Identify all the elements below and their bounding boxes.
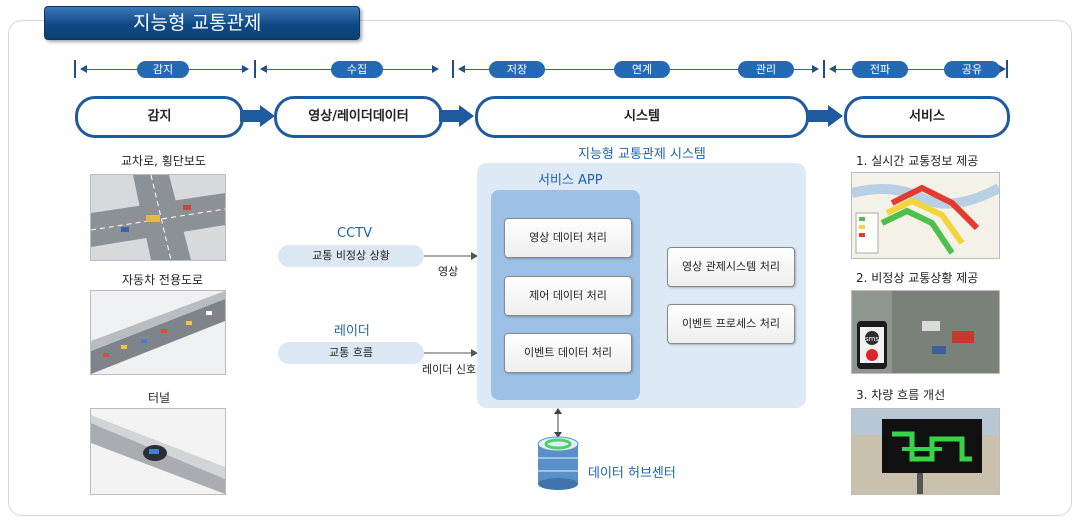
sms-badge: sms: [865, 335, 879, 343]
arrow-right-icon: [424, 252, 478, 260]
sensing-label: 자동차 전용도로: [122, 273, 204, 287]
radar-title: 레이더: [334, 324, 370, 339]
service-label: 2. 비정상 교통상황 제공: [856, 271, 979, 285]
stage-sensing: 감지: [75, 96, 244, 138]
process-box: 영상 관제시스템 처리: [667, 247, 795, 287]
hub-label: 데이터 허브센터: [588, 466, 676, 481]
tick: [452, 60, 454, 78]
expressway-illustration: [91, 291, 225, 374]
arrow-right-icon: [432, 65, 439, 73]
header-pill: 공유: [944, 61, 1000, 78]
header-pill: 연계: [614, 61, 670, 78]
arrow-right-icon: [812, 65, 819, 73]
double-arrow-icon: [554, 408, 562, 438]
tick: [1006, 60, 1008, 78]
tunnel-illustration: [91, 409, 225, 494]
intersection-image: [90, 174, 226, 261]
database-icon: [537, 436, 579, 490]
flow-arrow-icon: [439, 105, 474, 127]
tick: [254, 60, 256, 78]
service-label: 3. 차량 흐름 개선: [856, 388, 946, 402]
radar-arrow-label: 레이더 신호: [422, 363, 477, 376]
header-pill: 감지: [137, 61, 189, 78]
arrow-left-icon: [458, 65, 465, 73]
header-pill: 저장: [489, 61, 545, 78]
cctv-arrow-label: 영상: [438, 265, 459, 278]
arrow-left-icon: [80, 65, 87, 73]
cctv-title: CCTV: [337, 226, 372, 241]
arrow-left-icon: [260, 65, 267, 73]
arrow-right-icon: [242, 65, 249, 73]
header-pill: 수집: [331, 61, 383, 78]
header-pill: 전파: [852, 61, 908, 78]
stage-service: 서비스: [844, 96, 1010, 138]
incident-illustration: sms: [852, 291, 999, 373]
flow-arrow-icon: [240, 105, 275, 127]
intersection-illustration: [91, 175, 225, 260]
service-label: 1. 실시간 교통정보 제공: [856, 154, 979, 168]
tunnel-image: [90, 408, 226, 495]
sensing-label: 터널: [148, 391, 171, 405]
page-title: 지능형 교통관제: [44, 6, 360, 40]
vms-sign-illustration: [852, 409, 999, 494]
radar-pill: 교통 흐름: [278, 342, 424, 364]
process-box: 이벤트 데이터 처리: [504, 333, 632, 373]
arrow-left-icon: [829, 65, 836, 73]
app-title: 서비스 APP: [538, 173, 603, 188]
tick: [823, 60, 825, 78]
arrow-right-icon: [424, 349, 478, 357]
arrow-right-icon: [999, 65, 1006, 73]
process-box: 제어 데이터 처리: [504, 276, 632, 316]
flow-arrow-icon: [806, 105, 843, 127]
tick: [74, 60, 76, 78]
traffic-map-illustration: [852, 173, 999, 258]
sensing-label: 교차로, 횡단보도: [121, 154, 206, 168]
stage-system: 시스템: [475, 96, 809, 138]
vms-sign-image: [851, 408, 1000, 495]
incident-image: sms: [851, 290, 1000, 374]
traffic-map-image: [851, 172, 1000, 259]
cctv-pill: 교통 비정상 상황: [278, 245, 424, 267]
stage-data: 영상/레이더데이터: [274, 96, 443, 138]
system-title: 지능형 교통관제 시스템: [578, 147, 706, 162]
expressway-image: [90, 290, 226, 375]
header-pill: 관리: [738, 61, 794, 78]
segment-line: [833, 69, 1001, 70]
process-box: 이벤트 프로세스 처리: [667, 304, 795, 344]
process-box: 영상 데이터 처리: [504, 218, 632, 258]
